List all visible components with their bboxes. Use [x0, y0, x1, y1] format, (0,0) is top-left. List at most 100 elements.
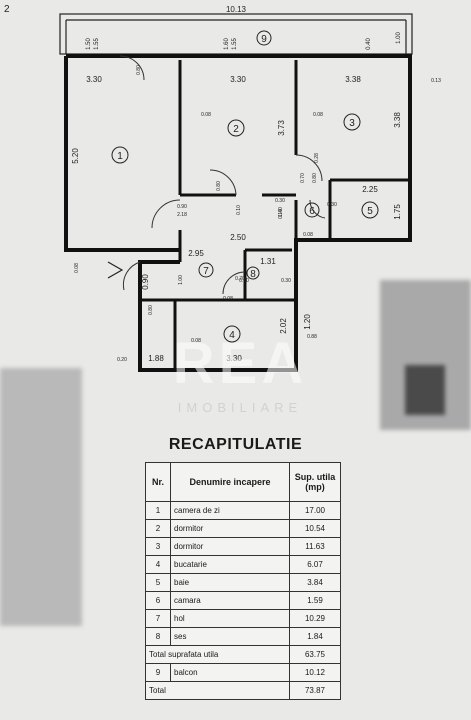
- small-dimension: 0.08: [201, 112, 211, 118]
- header-nr: Nr.: [145, 462, 171, 502]
- room-number: 4: [229, 330, 235, 341]
- dimension-labels: 10.13 3.30 3.30 3.38 2.50 2.95 3.30 2.25…: [71, 5, 402, 363]
- row-name: bucatarie: [170, 555, 290, 574]
- row-value: 1.84: [289, 627, 341, 646]
- small-dimension: 0.30: [281, 278, 291, 284]
- total-useful-row: Total suprafata utila 63.75: [145, 645, 341, 664]
- small-dimension: 0.28: [314, 153, 320, 163]
- balcony-dimension: 1.00: [396, 32, 402, 44]
- row-value: 10.54: [289, 519, 341, 538]
- small-dimension: 0.70: [300, 173, 306, 183]
- row-name: baie: [170, 573, 290, 592]
- interior-walls: [140, 60, 410, 370]
- width-dimension: 3.30: [226, 354, 242, 363]
- row-name: hol: [170, 609, 290, 628]
- row-nr: 7: [145, 609, 171, 628]
- table-row: 5 baie 3.84: [145, 573, 341, 592]
- small-dimension: 0.30: [327, 202, 337, 208]
- balcony-dimension: 1.50: [86, 38, 92, 50]
- small-dimension: 0.80: [312, 173, 318, 183]
- row-name: camera de zi: [170, 501, 290, 520]
- room-number: 5: [367, 206, 373, 217]
- blurred-region-left: [0, 368, 82, 626]
- row-nr: 3: [145, 537, 171, 556]
- small-dimension: 0.80: [136, 65, 142, 75]
- room-number: 7: [203, 266, 209, 277]
- balcony-dimension: 1.55: [94, 38, 100, 50]
- room-number: 1: [117, 151, 123, 162]
- balcony-row: 9 balcon 10.12: [145, 663, 341, 682]
- width-dimension: 2.95: [188, 249, 204, 258]
- table-row: 1 camera de zi 17.00: [145, 501, 341, 520]
- height-dimension: 1.20: [303, 314, 312, 330]
- outer-walls: [64, 54, 412, 372]
- room-number: 3: [349, 118, 355, 129]
- table-row: 8 ses 1.84: [145, 627, 341, 646]
- row-value: 17.00: [289, 501, 341, 520]
- width-dimension: 2.25: [362, 185, 378, 194]
- small-dimension: 0.08: [313, 112, 323, 118]
- row-value: 3.84: [289, 573, 341, 592]
- small-dimension: 0.10: [236, 205, 242, 215]
- small-dimension: 0.13: [431, 78, 441, 84]
- total-useful-value: 63.75: [289, 645, 341, 664]
- row-nr: 1: [145, 501, 171, 520]
- entrance-arrow: [107, 261, 124, 279]
- small-dimension: 0.80: [216, 181, 222, 191]
- header-name: Denumire incapere: [170, 462, 290, 502]
- row-value: 11.63: [289, 537, 341, 556]
- row-nr: 6: [145, 591, 171, 610]
- row-nr: 4: [145, 555, 171, 574]
- total-row: Total 73.87: [145, 681, 341, 700]
- width-dimension: 1.88: [148, 354, 164, 363]
- blurred-region-right-dark: [405, 365, 445, 415]
- small-dimension: 0.20: [117, 357, 127, 363]
- small-dimension: 0.08: [303, 232, 313, 238]
- small-dimension-labels: 0.13 0.08 0.08 0.28 0.30 0.30 0.08 0.08 …: [74, 65, 441, 363]
- height-dimension: 5.20: [71, 148, 80, 164]
- corner-mark: 2: [4, 4, 10, 15]
- row-value: 1.59: [289, 591, 341, 610]
- small-dimension: 0.10: [278, 209, 284, 219]
- row-name: camara: [170, 591, 290, 610]
- room-number: 9: [261, 34, 267, 45]
- row-value: 10.29: [289, 609, 341, 628]
- small-dimension: 0.08: [223, 296, 233, 302]
- table-row: 2 dormitor 10.54: [145, 519, 341, 538]
- table-row: 4 bucatarie 6.07: [145, 555, 341, 574]
- recap-table: Nr. Denumire incapere Sup. utila (mp) 1 …: [145, 462, 341, 700]
- width-dimension: 1.31: [260, 257, 276, 266]
- small-dimension: 0.80: [148, 305, 154, 315]
- small-dimension: 0.70: [235, 276, 245, 282]
- door-swings: [119, 55, 326, 295]
- total-useful-label: Total suprafata utila: [145, 645, 290, 664]
- top-width-dimension: 10.13: [226, 5, 247, 14]
- table-row: 6 camara 1.59: [145, 591, 341, 610]
- balcony-dimension: 1.60: [224, 38, 230, 50]
- width-dimension: 2.50: [230, 233, 246, 242]
- height-dimension: 3.38: [393, 112, 402, 128]
- balcony-dimensions: 1.50 1.55 1.60 1.55 0.40 1.00: [86, 32, 402, 50]
- small-dimension: 2.18: [177, 212, 187, 218]
- total-label: Total: [145, 681, 290, 700]
- width-dimension: 3.38: [345, 75, 361, 84]
- balcony-value: 10.12: [289, 663, 341, 682]
- small-dimension: 1.40: [278, 207, 284, 217]
- balcony-name: balcon: [170, 663, 290, 682]
- small-dimension: 1.00: [178, 275, 184, 285]
- watermark-sub: IMOBILIARE: [177, 400, 303, 415]
- recap-header-row: Nr. Denumire incapere Sup. utila (mp): [145, 462, 341, 502]
- row-nr: 2: [145, 519, 171, 538]
- recap-title: RECAPITULATIE: [168, 436, 303, 453]
- room-number: 2: [233, 124, 239, 135]
- room-labels: 1 2 3 4 5 6 7 8 9: [111, 30, 379, 343]
- small-dimension: 0.88: [307, 334, 317, 340]
- row-name: dormitor: [170, 537, 290, 556]
- room-number: 6: [309, 206, 315, 217]
- balcony-nr: 9: [145, 663, 171, 682]
- header-area: Sup. utila (mp): [289, 462, 341, 502]
- row-value: 6.07: [289, 555, 341, 574]
- row-name: dormitor: [170, 519, 290, 538]
- row-nr: 5: [145, 573, 171, 592]
- small-dimension: 0.30: [239, 278, 249, 284]
